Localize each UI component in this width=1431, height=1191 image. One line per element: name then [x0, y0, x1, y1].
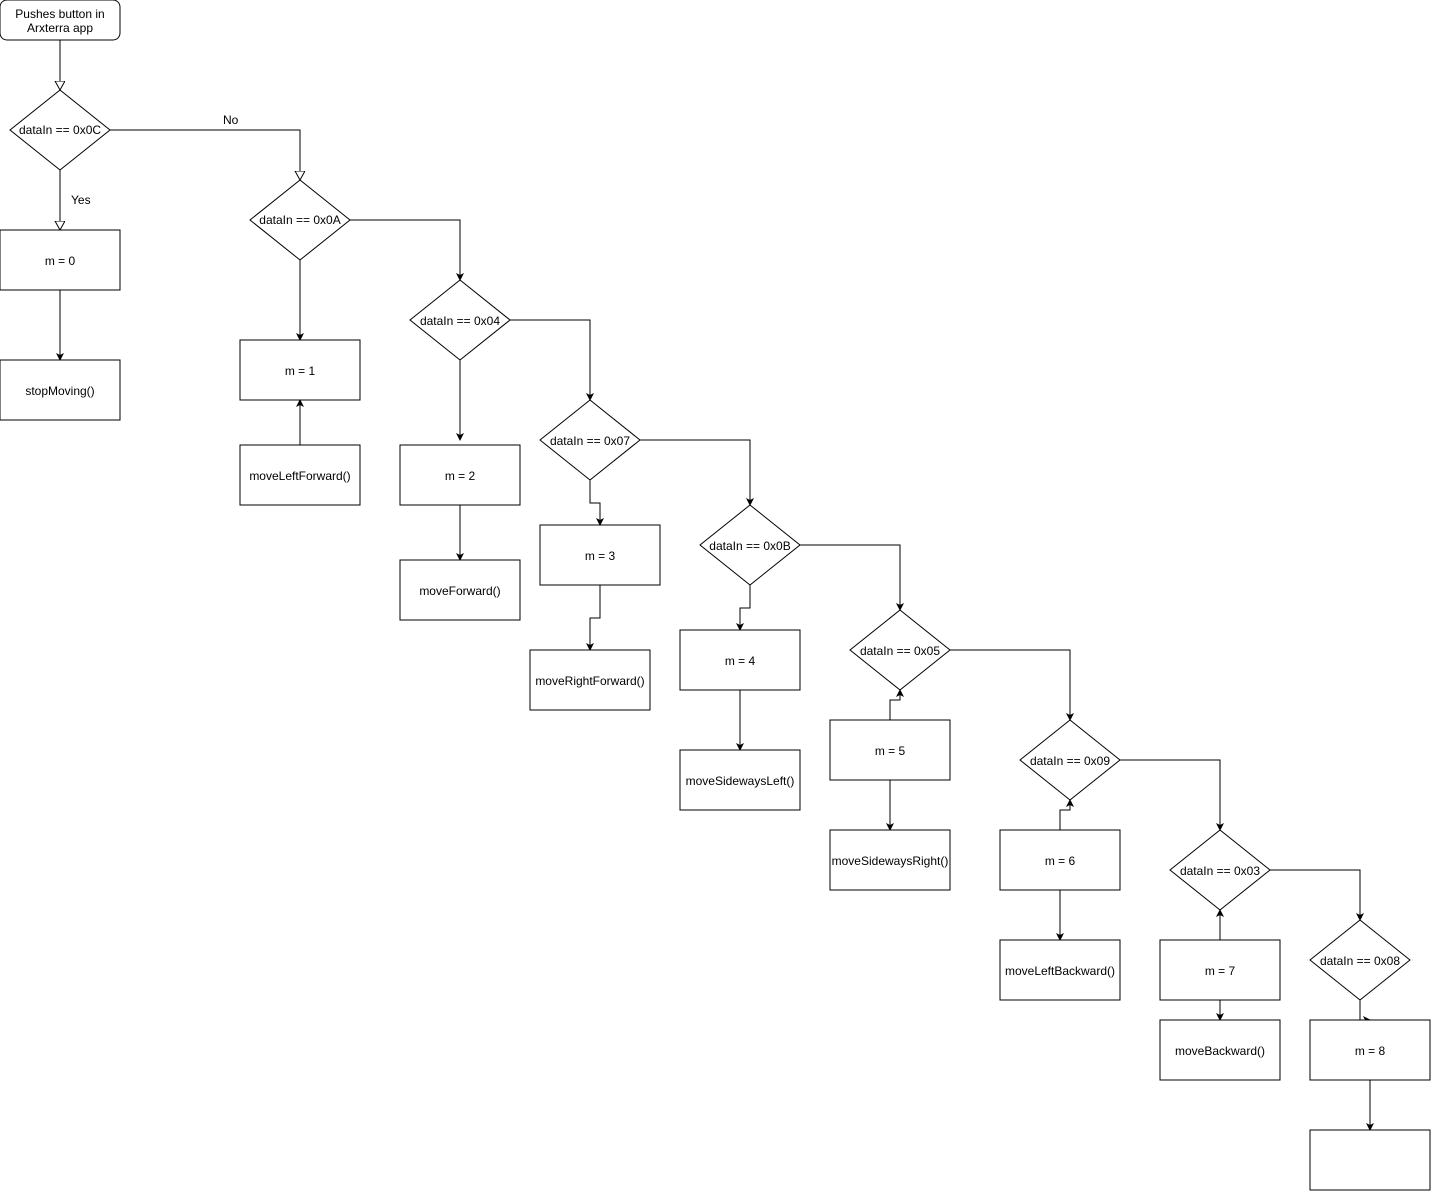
edge-d0b-to-d05 — [800, 544, 904, 611]
decision-d09-label: dataIn == 0x09 — [1030, 754, 1110, 768]
decision-d09: dataIn == 0x09 — [1019, 719, 1121, 801]
start-label-line2: Arxterra app — [27, 21, 93, 35]
edge-d04-to-d07 — [510, 319, 594, 401]
process-mb — [1159, 1019, 1281, 1081]
decision-d0a: dataIn == 0x0A — [249, 179, 351, 261]
decision-d07-label: dataIn == 0x07 — [550, 434, 630, 448]
edge-d09-to-d03 — [1120, 759, 1224, 831]
process-msl-label: moveSidewaysLeft() — [686, 774, 795, 788]
decision-d0a-label: dataIn == 0x0A — [259, 213, 340, 227]
decision-d0b: dataIn == 0x0B — [699, 504, 801, 586]
process-mrf — [529, 649, 651, 711]
process-m7-label: m = 7 — [1205, 964, 1236, 978]
process-empty — [1309, 1129, 1431, 1191]
process-m2 — [399, 444, 521, 506]
edge-d05-to-d09 — [950, 649, 1074, 721]
process-m8 — [1309, 1019, 1431, 1081]
process-m8-label: m = 8 — [1355, 1044, 1386, 1058]
process-mlf-label: moveLeftForward() — [249, 469, 350, 483]
edge-m3-to-mrf — [586, 585, 601, 651]
edge-d0b-to-m4 — [736, 585, 751, 631]
decision-d0c-label: dataIn == 0x0C — [19, 123, 101, 137]
process-mf — [399, 559, 521, 621]
decision-d05-label: dataIn == 0x05 — [860, 644, 940, 658]
edge-m6-to-d09 — [1059, 799, 1074, 830]
process-m0 — [0, 229, 121, 291]
process-m5-label: m = 5 — [875, 744, 906, 758]
start-node: Pushes button in Arxterra app — [0, 0, 121, 41]
process-mb-label: moveBackward() — [1175, 1044, 1265, 1058]
edge-d0c-no — [110, 129, 300, 180]
process-m7 — [1159, 939, 1281, 1001]
edge-m5-to-d05 — [889, 689, 904, 720]
decision-d08-label: dataIn == 0x08 — [1320, 954, 1400, 968]
decision-d08: dataIn == 0x08 — [1309, 919, 1411, 1001]
process-m4 — [679, 629, 801, 691]
process-m6 — [999, 829, 1121, 891]
process-msr — [829, 829, 951, 891]
process-mlf — [239, 444, 361, 506]
edge-d0a-to-d04 — [350, 219, 464, 281]
process-m3-label: m = 3 — [585, 549, 616, 563]
process-mlb-label: moveLeftBackward() — [1005, 964, 1115, 978]
edge-d03-to-d08 — [1270, 869, 1364, 921]
edge-d08-to-m8 — [1359, 1000, 1371, 1024]
decision-d0c: dataIn == 0x0C — [9, 89, 111, 171]
decision-d03: dataIn == 0x03 — [1169, 829, 1271, 911]
decision-d04: dataIn == 0x04 — [409, 279, 511, 361]
process-stop — [0, 359, 121, 421]
process-stop-label: stopMoving() — [25, 384, 94, 398]
start-label-line1: Pushes button in — [15, 7, 104, 21]
decision-d04-label: dataIn == 0x04 — [420, 314, 500, 328]
process-mlb — [999, 939, 1121, 1001]
process-m1 — [239, 339, 361, 401]
edge-label-no: No — [223, 113, 239, 127]
decision-d07: dataIn == 0x07 — [539, 399, 641, 481]
process-m4-label: m = 4 — [725, 654, 756, 668]
process-m6-label: m = 6 — [1045, 854, 1076, 868]
edge-d07-to-m3 — [589, 480, 604, 526]
process-m3 — [539, 524, 661, 586]
process-msr-label: moveSidewaysRight() — [832, 854, 949, 868]
edge-label-yes: Yes — [71, 193, 91, 207]
decision-d05: dataIn == 0x05 — [849, 609, 951, 691]
decision-d03-label: dataIn == 0x03 — [1180, 864, 1260, 878]
process-m5 — [829, 719, 951, 781]
process-m1-label: m = 1 — [285, 364, 316, 378]
edge-d07-to-d0b — [640, 439, 754, 506]
process-m2-label: m = 2 — [445, 469, 476, 483]
decision-d0b-label: dataIn == 0x0B — [709, 539, 790, 553]
process-m0-label: m = 0 — [45, 254, 76, 268]
process-mrf-label: moveRightForward() — [535, 674, 644, 688]
process-mf-label: moveForward() — [419, 584, 500, 598]
process-msl — [679, 749, 801, 811]
